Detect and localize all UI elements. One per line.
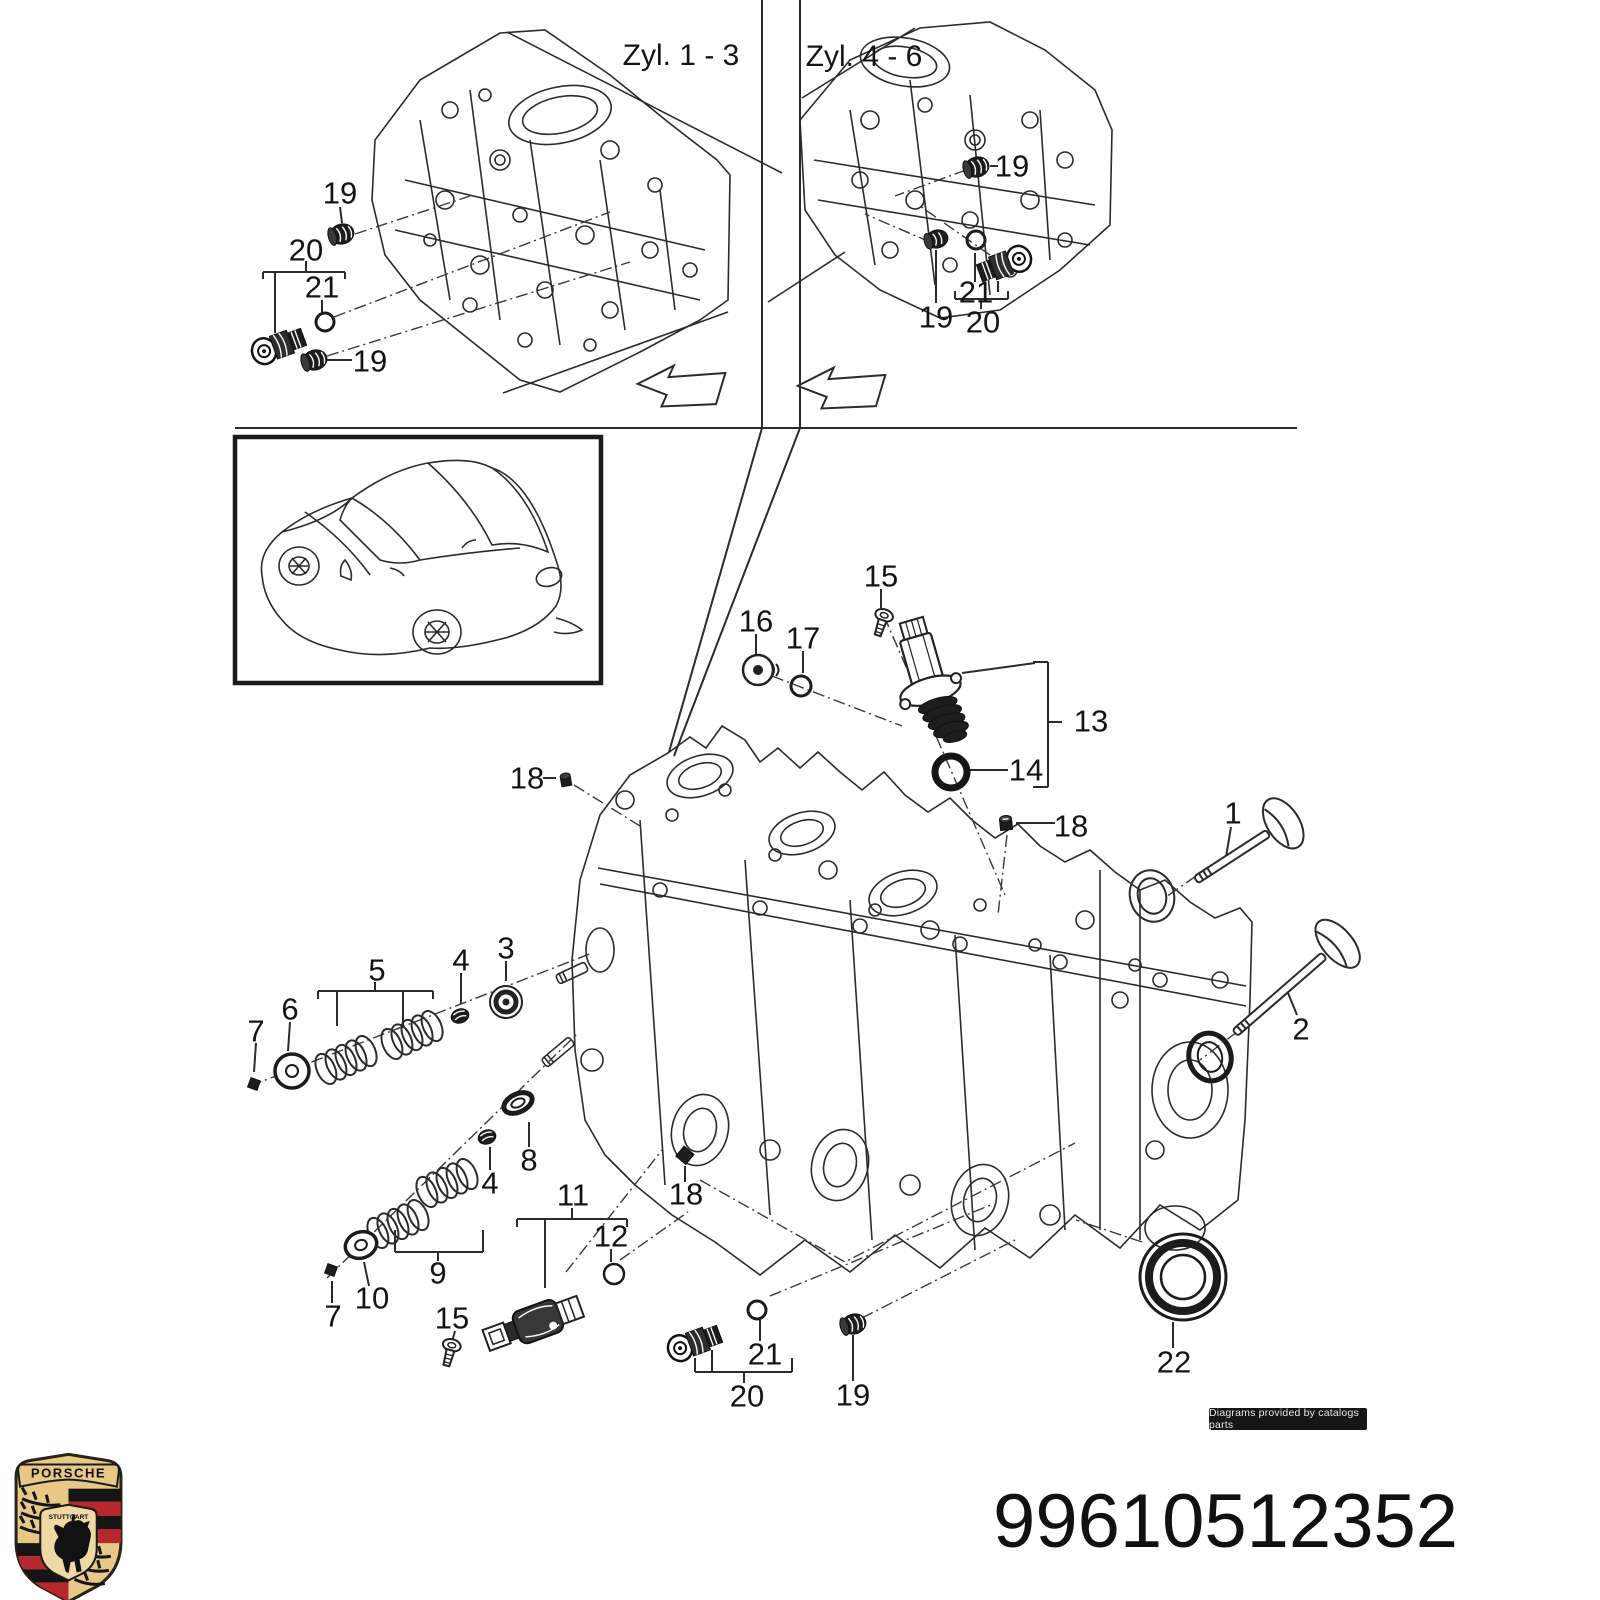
part-check-valve-20 [666,1324,724,1363]
part-callout-19: 19 [352,343,388,379]
part-callout-11: 11 [556,1177,590,1213]
part-plug-18 [559,772,573,788]
part-screw-15 [873,607,894,638]
direction-arrow-icon [635,363,727,408]
part-screw-15 [441,1337,462,1368]
part-callout-2: 2 [1292,1011,1310,1047]
part-sealing-ring-21 [746,1299,768,1321]
part-callout-18: 18 [668,1176,704,1212]
part-spring-retainer-10 [343,1229,379,1261]
part-callout-21: 21 [958,274,994,310]
part-plug-18 [998,814,1014,832]
part-o-ring-14 [931,752,971,792]
part-callout-9: 9 [429,1255,447,1291]
part-check-valve-20 [975,244,1033,283]
part-intake-valve-1 [1193,797,1305,884]
callout-leaders [253,165,1298,1383]
part-callout-19: 19 [994,148,1030,184]
part-valve-springs-9 [366,1157,479,1250]
part-valve-key-4 [477,1129,497,1145]
part-callout-21: 21 [304,269,340,305]
part-valve-springs-5 [314,1009,444,1086]
horse-icon [54,1513,91,1574]
part-plug-18 [675,1145,695,1166]
part-screw-plug-19 [839,1313,867,1336]
part-callout-13: 13 [1073,703,1109,739]
main-cylinder-head [541,724,1253,1277]
part-callout-15: 15 [434,1300,470,1336]
part-callout-14: 14 [1008,752,1044,788]
part-sealing-ring-17 [789,674,813,698]
part-callout-5: 5 [368,952,386,988]
part-plug-16 [741,653,780,687]
part-callout-6: 6 [281,991,299,1027]
part-screw-plug-19 [962,156,990,179]
part-callout-4: 4 [481,1165,499,1201]
watermark-badge: Diagrams provided by catalogs parts [1209,1407,1367,1431]
part-shaft-seal-22 [1138,1232,1228,1322]
part-callout-19: 19 [322,175,358,211]
part-callout-3: 3 [497,930,515,966]
part-callout-10: 10 [354,1280,390,1316]
part-callout-18: 18 [1053,808,1089,844]
direction-arrow-icon [795,365,887,410]
part-screw-plug-19 [300,349,328,372]
part-callout-21: 21 [747,1336,783,1372]
part-valve-stem-seal [1186,1030,1234,1084]
part-exhaust-valve-2 [1232,918,1361,1036]
alignment-axes [249,169,1238,1319]
part-sealing-ring-21 [314,311,336,333]
section-dividers [235,0,1297,757]
head-zyl-4-6 [767,21,1113,319]
part-callout-7: 7 [324,1298,342,1334]
part-valve-key-4 [450,1008,470,1024]
part-spring-seat-3 [489,985,523,1019]
head-zyl-1-3 [371,29,783,394]
part-callout-15: 15 [863,558,899,594]
part-nut-7 [246,1076,262,1092]
section-label-zyl-4-6: Zyl. 4 - 6 [805,40,923,73]
part-callout-20: 20 [965,304,1001,340]
part-valve-stem-seal [1128,869,1176,923]
part-seal-8 [501,1090,535,1116]
porsche-logo: PORSCHE STUTTGART [14,1452,123,1600]
part-callout-1: 1 [1224,795,1242,831]
part-callout-17: 17 [785,620,821,656]
part-check-valve-20 [250,327,308,366]
part-spring-retainer-6 [273,1052,311,1090]
part-callout-19: 19 [835,1377,871,1413]
part-callout-7: 7 [247,1013,265,1049]
part-sealing-ring-21 [965,229,987,251]
part-callout-12: 12 [593,1218,629,1254]
part-screw-plug-19 [327,223,355,246]
part-number: 99610512352 [993,1479,1458,1564]
part-callout-4: 4 [452,942,470,978]
part-callout-20: 20 [288,232,324,268]
car-thumbnail [232,434,604,686]
part-callout-22: 22 [1156,1344,1192,1380]
part-callout-8: 8 [520,1142,538,1178]
part-solenoid-valve-13 [898,615,969,743]
part-callout-16: 16 [738,603,774,639]
logo-brand-text: PORSCHE [31,1466,106,1481]
logo-city-text: STUTTGART [49,1514,89,1521]
part-sensor-11 [481,1294,586,1353]
section-label-zyl-1-3: Zyl. 1 - 3 [622,39,740,72]
part-nut-7 [323,1262,339,1278]
part-callout-20: 20 [729,1378,765,1414]
part-screw-plug-19 [923,229,949,250]
part-callout-18: 18 [509,760,545,796]
part-sealing-ring-12 [602,1262,626,1286]
part-callout-19: 19 [918,299,954,335]
